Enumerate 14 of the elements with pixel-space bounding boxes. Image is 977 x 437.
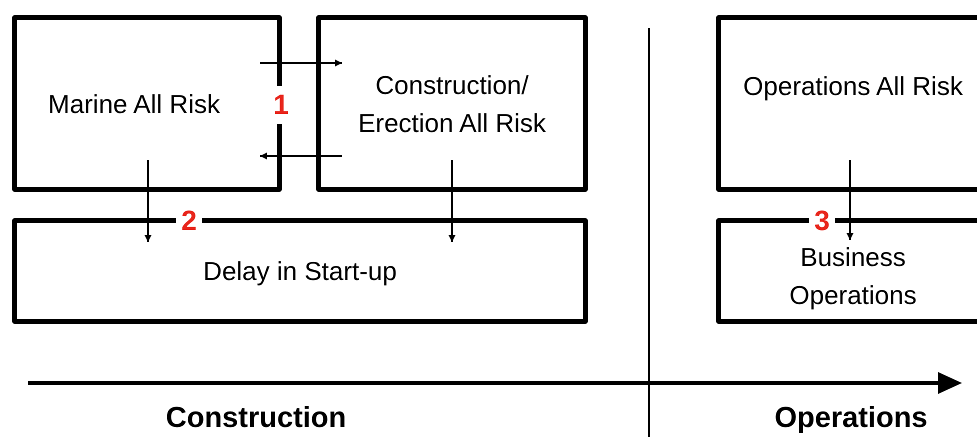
phase-label: Operations [773, 400, 929, 436]
box-label: Marine All Risk [48, 88, 220, 120]
box-label: Construction/ Erection All Risk [357, 68, 547, 140]
box-label: Operations All Risk [743, 70, 963, 102]
phase-label: Construction [164, 400, 348, 436]
arrow [144, 160, 152, 242]
box-label: Delay in Start-up [203, 255, 397, 288]
process-box [716, 15, 977, 192]
arrow [448, 160, 456, 242]
arrow [260, 60, 342, 66]
arrow [846, 160, 854, 240]
box-label: Business Operations [788, 241, 918, 312]
arrow [260, 152, 342, 160]
process-box [316, 15, 588, 192]
